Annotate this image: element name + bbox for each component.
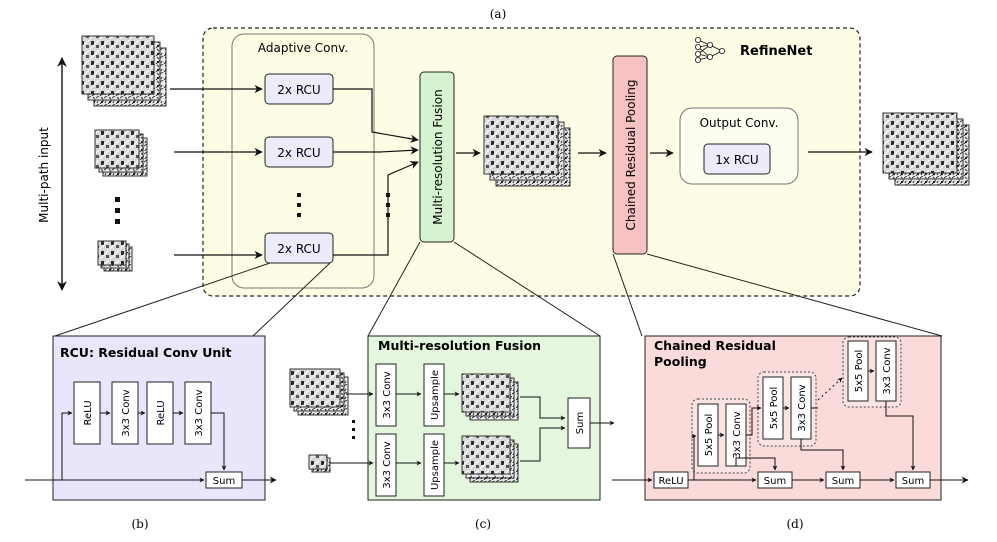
output-conv-label: Output Conv. (700, 116, 779, 130)
svg-text:Sum: Sum (902, 476, 924, 487)
crp-sum-1: Sum (757, 471, 793, 489)
crp-pool-3: 5x5 Pool (847, 340, 869, 402)
input-feature-map-2 (94, 129, 148, 177)
rcu-relu-2: ReLU (146, 381, 174, 445)
fusion-panel-title: Multi-resolution Fusion (378, 338, 541, 353)
fusion-input-ellipsis (352, 420, 355, 439)
svg-text:3x3 Conv: 3x3 Conv (882, 347, 893, 394)
crp-arrows (612, 368, 969, 484)
fusion-mid-map-2 (461, 435, 519, 483)
crp-conv-3: 3x3 Conv (875, 340, 897, 402)
rcu-panel-title: RCU: Residual Conv Unit (60, 345, 232, 360)
svg-text:3x3 Conv: 3x3 Conv (382, 371, 393, 418)
fusion-mid-map-1 (461, 373, 519, 421)
panel-label-c: (c) (475, 517, 491, 531)
panel-label-b: (b) (131, 517, 148, 531)
rcu-sum: Sum (205, 471, 243, 489)
adaptive-conv-label: Adaptive Conv. (258, 41, 348, 55)
input-arrows (170, 84, 419, 260)
svg-text:Sum: Sum (764, 476, 786, 487)
output-rcu-block: 1x RCU (703, 143, 771, 175)
rcu-relu-1: ReLU (73, 381, 101, 445)
svg-text:2x RCU: 2x RCU (277, 242, 320, 256)
fusion-block (419, 71, 455, 243)
svg-text:5x5 Pool: 5x5 Pool (704, 414, 715, 457)
svg-text:5x5 Pool: 5x5 Pool (769, 387, 780, 430)
crp-sum-3: Sum (895, 471, 931, 489)
panel-label-a: (a) (490, 7, 507, 21)
crp-panel-title-line1: Chained Residual (654, 338, 776, 353)
output-feature-map (882, 112, 970, 186)
svg-text:Upsample: Upsample (430, 370, 441, 420)
rcu-block-2: 2x RCU (264, 136, 334, 168)
crp-sum-2: Sum (825, 471, 861, 489)
svg-text:ReLU: ReLU (156, 400, 167, 425)
input-feature-map-1 (81, 35, 167, 107)
fusion-conv-2: 3x3 Conv (375, 433, 397, 497)
input-feature-map-4 (97, 240, 133, 272)
fusion-conv-1: 3x3 Conv (375, 363, 397, 427)
svg-text:3x3 Conv: 3x3 Conv (732, 411, 743, 458)
fused-feature-map (483, 115, 571, 187)
svg-text:5x5 Pool: 5x5 Pool (854, 350, 865, 393)
panel-label-d: (d) (786, 517, 803, 531)
multipath-input-label: Multi-path input (37, 127, 51, 223)
crp-pool-2: 5x5 Pool (762, 376, 784, 440)
svg-text:2x RCU: 2x RCU (277, 146, 320, 160)
fusion-sum: Sum (567, 397, 591, 449)
svg-text:ReLU: ReLU (83, 400, 94, 425)
neural-network-icon (695, 37, 726, 64)
zoom-lines (54, 241, 943, 337)
crp-pool-1: 5x5 Pool (697, 403, 719, 467)
svg-text:ReLU: ReLU (658, 476, 683, 487)
rcu-ellipsis (297, 193, 301, 217)
fusion-upsample-2: Upsample (423, 433, 445, 497)
fusion-upsample-1: Upsample (423, 363, 445, 427)
crp-panel-title-line2: Pooling (654, 354, 707, 369)
rcu-block-4: 2x RCU (264, 232, 334, 264)
svg-text:3x3 Conv: 3x3 Conv (382, 441, 393, 488)
crp-block-label: Chained Residual Pooling (624, 80, 638, 231)
svg-text:Upsample: Upsample (430, 440, 441, 490)
fusion-input-map-2 (308, 454, 331, 473)
svg-text:Sum: Sum (213, 476, 235, 487)
rcu-conv-1: 3x3 Conv (111, 381, 139, 445)
svg-text:3x3 Conv: 3x3 Conv (797, 384, 808, 431)
crp-conv-2: 3x3 Conv (790, 376, 812, 440)
fusion-block-label: Multi-resolution Fusion (431, 89, 445, 224)
svg-text:3x3 Conv: 3x3 Conv (194, 389, 205, 436)
crp-conv-1: 3x3 Conv (725, 403, 747, 467)
refinenet-title: RefineNet (740, 44, 812, 59)
svg-text:3x3 Conv: 3x3 Conv (121, 389, 132, 436)
rcu-arrows (25, 410, 277, 484)
rcu-conv-2: 3x3 Conv (184, 381, 212, 445)
svg-text:Sum: Sum (832, 476, 854, 487)
fusion-input-map-1 (289, 368, 349, 416)
svg-text:Sum: Sum (575, 412, 586, 434)
crp-block (612, 55, 648, 255)
svg-text:2x RCU: 2x RCU (277, 83, 320, 97)
fusion-arrows (330, 391, 615, 466)
rcu-block-1: 2x RCU (264, 73, 334, 105)
input-ellipsis (115, 197, 120, 224)
svg-text:1x RCU: 1x RCU (715, 153, 758, 167)
fusion-input-ellipsis (386, 193, 390, 217)
crp-relu: ReLU (653, 471, 689, 489)
